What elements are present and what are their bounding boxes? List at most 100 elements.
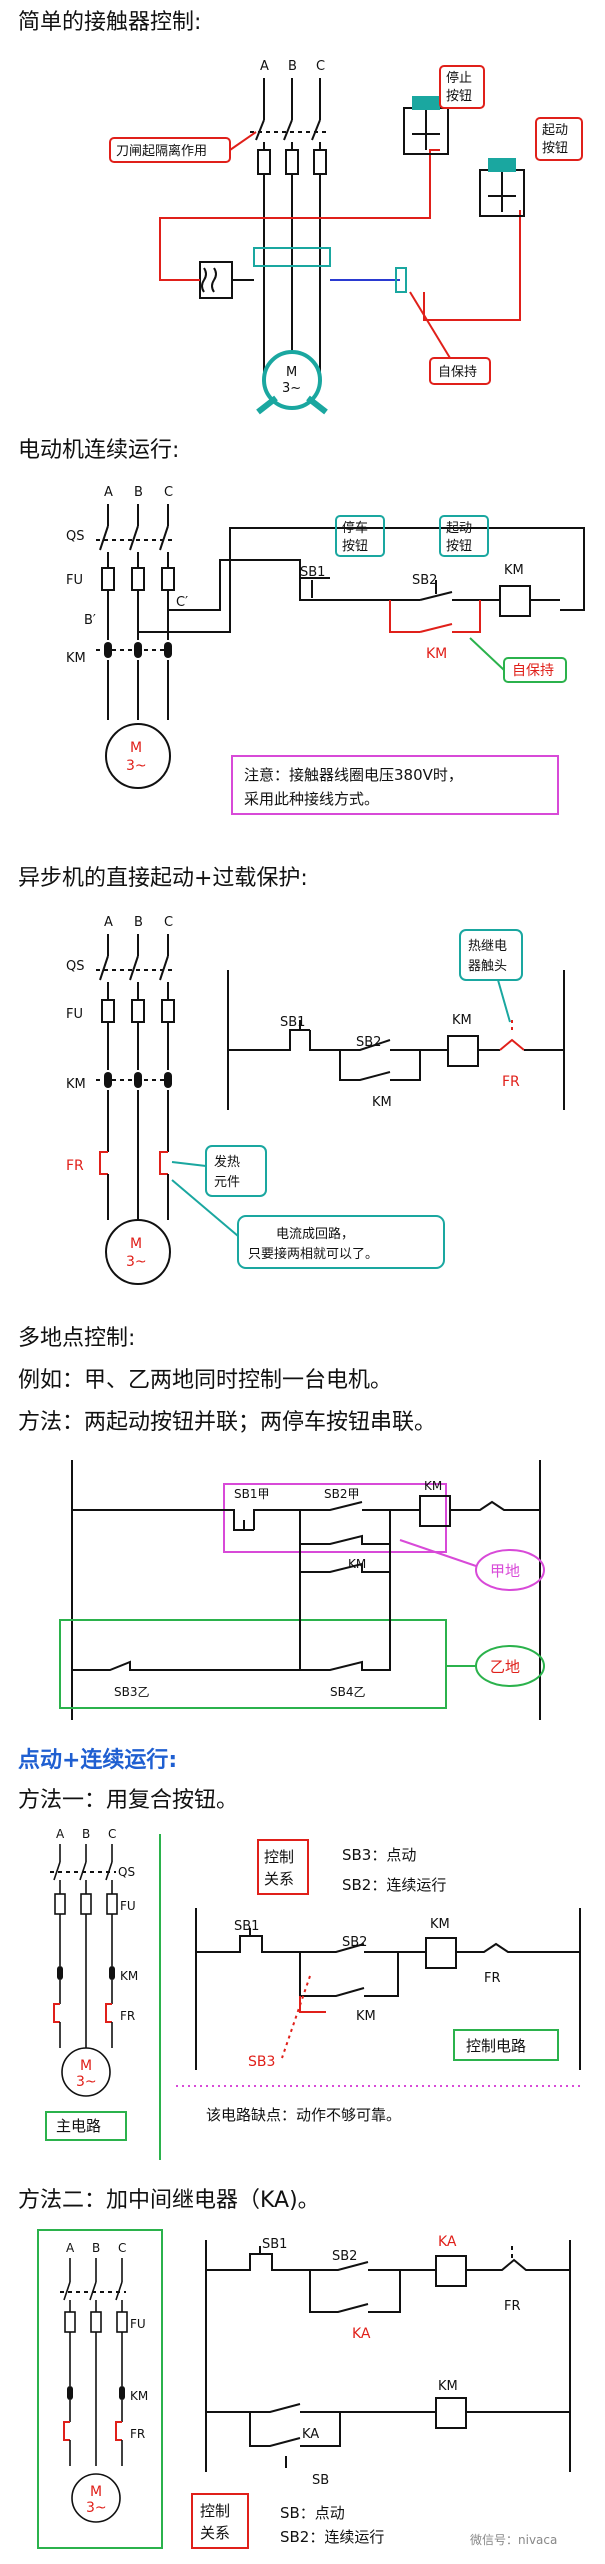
d6-km-coil: KM (438, 2379, 458, 2394)
d6-phase-b: B (92, 2241, 100, 2255)
d3-km-coil: KM (452, 1013, 472, 1028)
d4-sb2jia: SB2甲 (324, 1487, 360, 1501)
d3-km-left: KM (66, 1077, 86, 1092)
diagram-multi-location: SB1甲 SB2甲 KM KM SB3乙 SB4乙 甲地 乙地 (59, 1460, 545, 1720)
d5-km-coil: KM (430, 1917, 450, 1932)
d2-motor-m: M (130, 740, 142, 756)
d4-sb4yi: SB4乙 (330, 1685, 366, 1699)
d6-motor-3: 3~ (86, 2500, 107, 2516)
d1-stop-l1: 停止 (446, 70, 472, 86)
d5-rel1: SB3：点动 (342, 1846, 416, 1864)
section5-title: 点动+连续运行: (18, 1748, 178, 1773)
d2-self-hold: 自保持 (512, 663, 554, 679)
d6-motor-m: M (90, 2484, 102, 2500)
d2-motor-3: 3~ (126, 758, 147, 774)
d6-km: KM (130, 2389, 148, 2403)
d5-km: KM (120, 1969, 138, 1983)
d5-sb1: SB1 (234, 1919, 259, 1934)
d6-ctrl-l2: 关系 (200, 2524, 230, 2542)
d1-start-l2: 按钮 (542, 141, 568, 156)
d5-qs: QS (118, 1865, 135, 1879)
d1-motor-m: M (286, 365, 297, 380)
d2-sb2: SB2 (412, 573, 437, 588)
d3-fr-left: FR (66, 1158, 84, 1174)
section5-method1: 方法一：用复合按钮。 (18, 1788, 239, 1813)
d4-yi-place: 乙地 (490, 1658, 520, 1676)
d5-sb3: SB3 (248, 2054, 275, 2070)
d5-control-circuit: 控制电路 (466, 2037, 526, 2055)
d6-fu: FU (130, 2317, 146, 2331)
d1-phase-a: A (260, 59, 269, 74)
diagram-continuous-run: A B C QS FU KM M 3~ C′ B′ SB1 SB2 KM KM … (66, 485, 585, 815)
d5-ctrl-l1: 控制 (264, 1848, 294, 1866)
d6-phase-c: C (118, 2241, 126, 2255)
d4-sb3yi: SB3乙 (114, 1685, 150, 1699)
d2-phase-a: A (104, 485, 113, 500)
d5-phase-b: B (82, 1827, 90, 1841)
d5-fu: FU (120, 1899, 136, 1913)
d2-km-left: KM (66, 651, 86, 666)
d3-relay-l1: 热继电 (468, 939, 507, 954)
section3-title: 异步机的直接起动+过载保护: (18, 866, 308, 891)
d4-km-coil: KM (424, 1479, 442, 1493)
d5-phase-c: C (108, 1827, 116, 1841)
diagram-direct-start-overload: A B C QS FU KM FR M 3~ SB1 SB2 KM KM FR … (66, 915, 565, 1285)
d3-fr-contact: FR (502, 1074, 520, 1090)
d2-phase-c: C (164, 485, 173, 500)
d2-stop-l2: 按钮 (342, 539, 368, 554)
d4-km: KM (348, 1557, 366, 1571)
d3-qs: QS (66, 959, 84, 974)
d2-note-l2: 采用此种接线方式。 (244, 790, 379, 808)
diagram-simple-contactor: A B C M 3~ 刀闸起隔离作用 停止 按钮 起动 按钮 自保持 (109, 59, 583, 415)
d6-fr-contact: FR (504, 2299, 521, 2314)
d6-ka-contact: KA (352, 2326, 371, 2342)
d6-ka-coil: KA (438, 2234, 457, 2250)
d5-motor-m: M (80, 2058, 92, 2074)
d2-c-prime: C′ (176, 595, 188, 610)
d1-start-l1: 起动 (542, 123, 568, 138)
d2-km-contact: KM (426, 646, 447, 662)
diagram-jog-intermediate-relay: A B C FU KM FR M 3~ SB1 SB2 KA FR KA KA … (37, 2229, 571, 2549)
d2-note-l1: 注意：接触器线圈电压380V时， (244, 766, 463, 784)
section4-line1: 例如：甲、乙两地同时控制一台电机。 (18, 1368, 393, 1393)
d5-rel2: SB2：连续运行 (342, 1876, 446, 1894)
d3-phase-c: C (164, 915, 173, 930)
d3-relay-l2: 器触头 (468, 959, 507, 974)
d5-fr: FR (120, 2009, 135, 2023)
d2-sb1: SB1 (300, 565, 325, 580)
d3-loop-l2: 只要接两相就可以了。 (248, 1246, 378, 1262)
diagram-jog-compound-button: A B C QS FU KM FR M 3~ 主电路 控制 关系 SB3：点动 … (45, 1827, 584, 2160)
d3-fu: FU (66, 1007, 83, 1022)
d2-phase-b: B (134, 485, 143, 500)
d5-weakness: 该电路缺点：动作不够可靠。 (206, 2106, 401, 2124)
d2-stop-l1: 停车 (342, 520, 368, 536)
section4-title: 多地点控制: (18, 1326, 136, 1351)
d3-loop-l1: 电流成回路， (276, 1226, 354, 1242)
d5-phase-a: A (56, 1827, 65, 1841)
d6-rel1: SB：点动 (280, 2504, 345, 2522)
d1-knife-note: 刀闸起隔离作用 (116, 143, 207, 159)
d5-km-contact: KM (356, 2009, 376, 2024)
d4-sb1jia: SB1甲 (234, 1487, 270, 1501)
d2-start-l2: 按钮 (446, 539, 472, 554)
section1-title: 简单的接触器控制: (18, 10, 202, 35)
d1-phase-b: B (288, 59, 297, 74)
d6-fr: FR (130, 2427, 145, 2441)
d3-heat-l1: 发热 (214, 1154, 240, 1170)
d1-self-hold: 自保持 (438, 365, 477, 380)
d2-fu: FU (66, 573, 83, 588)
d1-phase-c: C (316, 59, 325, 74)
section2-title: 电动机连续运行: (18, 438, 180, 463)
d5-ctrl-l2: 关系 (264, 1870, 294, 1888)
d5-fr-contact: FR (484, 1971, 501, 1986)
d6-phase-a: A (66, 2241, 75, 2255)
d6-rel2: SB2：连续运行 (280, 2528, 384, 2546)
d3-heat-l2: 元件 (214, 1175, 240, 1190)
d6-watermark: 微信号：nivaca (470, 2533, 557, 2547)
d3-phase-a: A (104, 915, 113, 930)
d3-motor-3: 3~ (126, 1254, 147, 1270)
d5-sb2: SB2 (342, 1935, 367, 1950)
d2-qs: QS (66, 529, 84, 544)
section4-line2: 方法：两起动按钮并联；两停车按钮串联。 (18, 1410, 437, 1435)
d3-sb2: SB2 (356, 1035, 381, 1050)
